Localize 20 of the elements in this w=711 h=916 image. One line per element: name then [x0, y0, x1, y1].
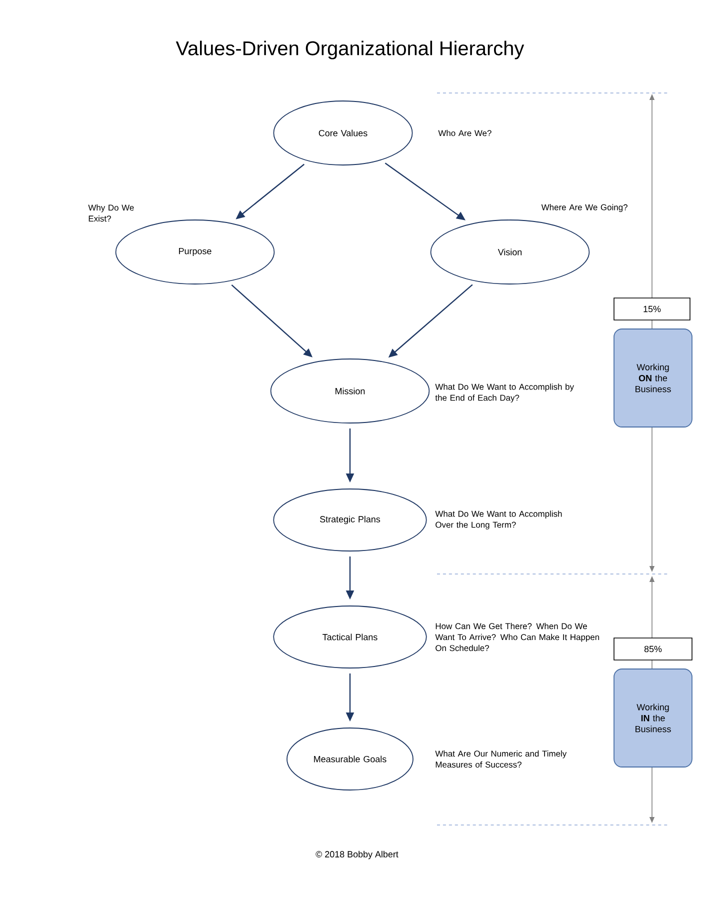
question-text: Why Do We Exist?	[88, 204, 134, 222]
title: Values-Driven Organizational Hierarchy	[176, 40, 524, 60]
ellipse-node: Tactical Plans	[273, 606, 427, 668]
question-text: Who Are We?	[438, 130, 492, 136]
rounded-box: Working IN the Business	[614, 668, 692, 768]
question-text: What Are Our Numeric and Timely Measures of Success?	[435, 750, 567, 768]
ellipse-node: Strategic Plans	[273, 488, 427, 552]
question-text: What Do We Want to Accomplish by the End of Each Day?	[435, 384, 574, 402]
percent-box: 15%	[614, 298, 690, 320]
question-text: Where Are We Going?	[541, 204, 628, 212]
ellipse-node: Purpose	[115, 220, 275, 284]
rounded-box: Working ON the Business	[614, 328, 692, 428]
ellipse-node: Measurable Goals	[286, 728, 414, 790]
copyright-note: © 2018 Bobby Albert	[316, 850, 398, 860]
percent-box: 85%	[614, 638, 692, 660]
ellipse-node: Core Values	[273, 100, 413, 166]
ellipse-node: Mission	[270, 358, 430, 424]
question-text: What Do We Want to Accomplish Over the Long Term?	[435, 510, 562, 530]
question-text: How Can We Get There? When Do We Want To Arrive? Who Can Make It Happen On Schedule?	[435, 622, 600, 652]
ellipse-node: Vision	[430, 220, 590, 284]
